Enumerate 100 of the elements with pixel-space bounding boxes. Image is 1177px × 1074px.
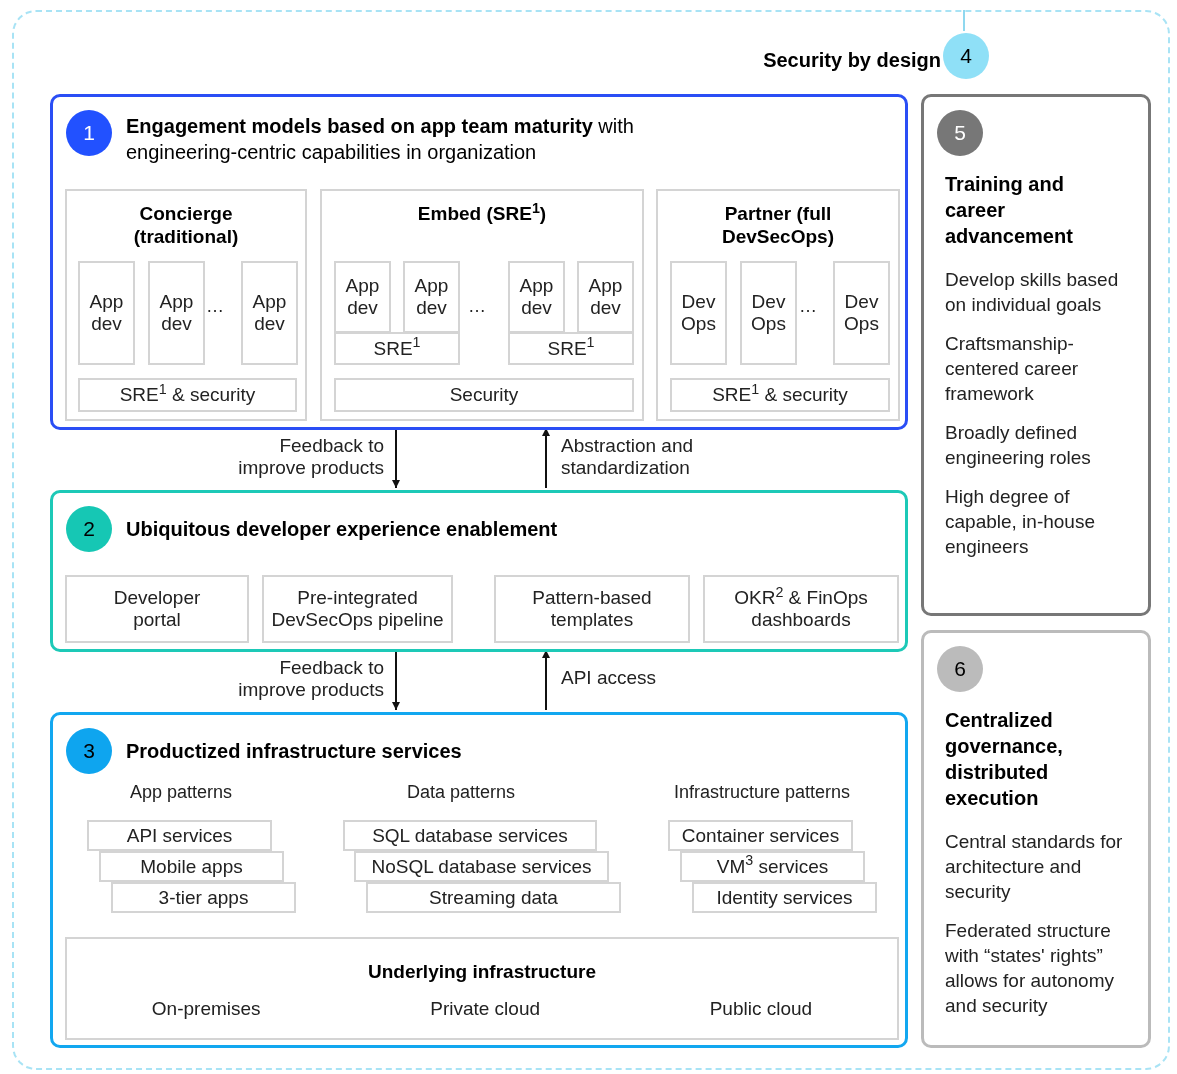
box-label: Developer portal	[112, 587, 202, 631]
service-box	[343, 820, 597, 851]
box-label: SQL database services	[372, 824, 568, 847]
layer-title: Ubiquitous developer experience enablement	[126, 517, 559, 542]
component-box	[262, 575, 453, 643]
role-box	[508, 332, 634, 365]
box-label: Container services	[681, 824, 840, 847]
component-box	[494, 575, 690, 643]
box-label: App dev	[518, 275, 555, 319]
box-label: Dev Ops	[750, 291, 787, 335]
ellipsis: …	[205, 295, 225, 318]
role-box	[403, 261, 460, 333]
role-box	[78, 261, 135, 365]
card-text: Federated structure with “states' rights” allows for autonomy and security	[945, 919, 1115, 1018]
number-badge	[943, 33, 989, 79]
card-title: Centralized governance, distributed execution	[945, 708, 1064, 811]
box-title: Underlying infrastructure	[366, 960, 597, 984]
infrastructure-label: On-premises	[151, 997, 261, 1021]
role-box	[740, 261, 797, 365]
component-box	[703, 575, 899, 643]
role-box	[670, 378, 890, 412]
group-label: Infrastructure patterns	[672, 781, 852, 804]
box-label: VM$^{3}$ services	[716, 855, 829, 878]
box-label: Pre-integrated DevSecOps pipeline	[270, 587, 445, 631]
model-panel	[65, 189, 307, 421]
box-label: SRE$^{1}$	[547, 337, 595, 360]
card-text: High degree of capable, in-house engineers	[945, 485, 1096, 559]
box-label: OKR$^{2}$ & FinOps dashboards	[733, 587, 869, 631]
principle-card	[921, 630, 1151, 1048]
box-label: API services	[126, 824, 233, 847]
role-box	[334, 261, 391, 333]
infrastructure-box	[65, 937, 899, 1040]
role-box	[148, 261, 205, 365]
arrow	[392, 649, 400, 711]
card-text: Craftsmanship-centered career framework	[945, 332, 1080, 406]
box-label: SRE$^{1}$ & security	[712, 384, 848, 406]
infrastructure-label: Public cloud	[709, 997, 813, 1021]
box-label: App dev	[587, 275, 624, 319]
card-text: Broadly defined engineering roles	[945, 421, 1092, 470]
box-label: SRE$^{1}$	[373, 337, 421, 360]
box-label: Security	[449, 384, 519, 406]
component-box	[65, 575, 249, 643]
box-label: 3-tier apps	[158, 886, 249, 909]
card-text: Develop skills based on individual goals	[945, 268, 1120, 317]
service-box	[111, 882, 296, 913]
role-box	[577, 261, 634, 333]
box-label: Mobile apps	[140, 855, 243, 878]
arrow	[542, 649, 550, 711]
layer-panel	[50, 490, 908, 652]
service-box	[668, 820, 853, 851]
panel-title: Embed (SRE$^{1}$)	[416, 202, 548, 225]
box-label: SRE$^{1}$ & security	[119, 384, 256, 406]
panel-title: Partner (full DevSecOps)	[721, 202, 835, 248]
caption-text: Security by design	[763, 48, 941, 73]
role-box	[334, 332, 460, 365]
number-badge: 3	[66, 728, 112, 774]
role-box	[78, 378, 297, 412]
number-badge: 6	[937, 646, 983, 692]
principle-card	[921, 94, 1151, 616]
role-box	[508, 261, 565, 333]
box-label: Dev Ops	[680, 291, 717, 335]
dashed-frame	[12, 10, 1170, 1070]
role-box	[833, 261, 890, 365]
layer-title: Engagement models based on app team maturity with engineering-centric capabilities in organization	[126, 114, 635, 165]
number-badge: 5	[937, 110, 983, 156]
number-badge: 2	[66, 506, 112, 552]
service-box	[99, 851, 284, 882]
card-title: Training and career advancement	[945, 172, 1074, 249]
box-label: Pattern-based templates	[531, 587, 653, 631]
box-label: App dev	[344, 275, 381, 319]
role-box	[670, 261, 727, 365]
box-label: Streaming data	[429, 886, 558, 909]
layer-title: Productized infrastructure services	[126, 739, 463, 764]
infrastructure-label: Private cloud	[430, 997, 541, 1021]
box-label: App dev	[88, 291, 125, 335]
arrow	[542, 427, 550, 489]
role-box	[241, 261, 298, 365]
service-box	[692, 882, 877, 913]
ellipsis: …	[467, 295, 487, 318]
box-label: Dev Ops	[843, 291, 880, 335]
service-box	[366, 882, 621, 913]
model-panel	[320, 189, 644, 421]
box-label: App dev	[413, 275, 450, 319]
service-box	[87, 820, 272, 851]
badge-number: 4	[960, 43, 972, 70]
layer-panel	[50, 94, 908, 430]
model-panel	[656, 189, 900, 421]
group-label: Data patterns	[405, 781, 517, 804]
box-label: App dev	[158, 291, 195, 335]
card-text: Central standards for architecture and security	[945, 830, 1124, 904]
layer-panel	[50, 712, 908, 1048]
box-label: Identity services	[716, 886, 853, 909]
role-box	[334, 378, 634, 412]
service-box	[680, 851, 865, 882]
box-label: NoSQL database services	[371, 855, 592, 878]
connector-line	[963, 9, 965, 32]
ellipsis: …	[798, 295, 818, 318]
arrow	[392, 427, 400, 489]
service-box	[354, 851, 609, 882]
panel-title: Concierge (traditional)	[132, 202, 240, 248]
